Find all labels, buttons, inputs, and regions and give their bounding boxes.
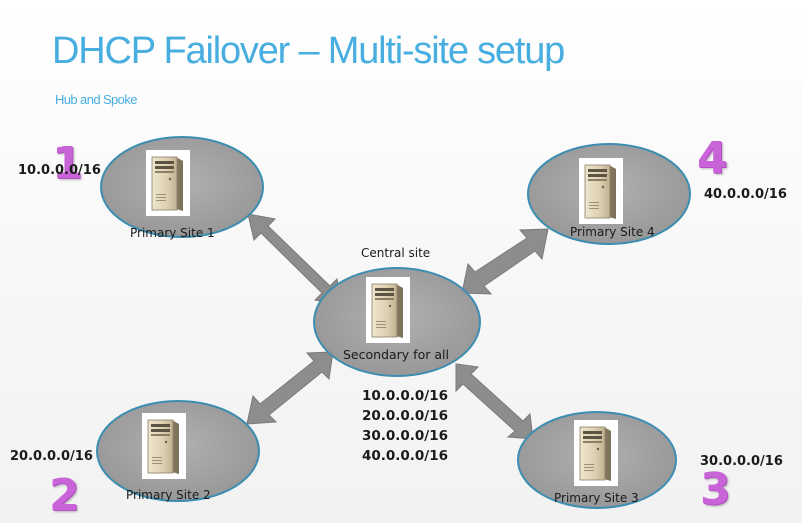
site-subnet: 30.0.0.0/16 xyxy=(700,454,783,469)
arrow-central-site3 xyxy=(455,363,534,440)
slide-title: DHCP Failover – Multi-site setup xyxy=(52,30,565,72)
server-tower-icon xyxy=(579,158,623,224)
site-label: Primary Site 3 xyxy=(554,491,639,505)
arrow-central-site4 xyxy=(461,228,549,295)
central-subnet: 10.0.0.0/16 xyxy=(361,388,449,404)
arrow-central-site2 xyxy=(246,351,334,425)
site-number: 2 xyxy=(49,470,80,521)
server-tower-icon xyxy=(146,150,190,216)
site-label: Primary Site 1 xyxy=(130,226,215,240)
central-role-label: Secondary for all xyxy=(343,347,449,362)
server-tower-icon xyxy=(574,420,618,486)
site-label: Primary Site 4 xyxy=(570,225,655,239)
slide-subtitle: Hub and Spoke xyxy=(55,92,137,107)
site-label: Primary Site 2 xyxy=(126,488,211,502)
site-number: 4 xyxy=(697,133,728,184)
central-subnet: 30.0.0.0/16 xyxy=(361,428,449,444)
server-tower-icon xyxy=(366,277,410,343)
site-number: 3 xyxy=(700,464,731,515)
site-subnet: 10.0.0.0/16 xyxy=(18,163,101,178)
site-subnet: 20.0.0.0/16 xyxy=(10,449,93,464)
central-subnet: 20.0.0.0/16 xyxy=(361,408,449,424)
central-site-label: Central site xyxy=(361,246,431,260)
site-number: 1 xyxy=(52,138,83,189)
central-subnet-list: 10.0.0.0/16 20.0.0.0/16 30.0.0.0/16 40.0… xyxy=(355,386,455,466)
central-subnet: 40.0.0.0/16 xyxy=(361,448,449,464)
site-subnet: 40.0.0.0/16 xyxy=(704,187,787,202)
server-tower-icon xyxy=(142,413,186,479)
